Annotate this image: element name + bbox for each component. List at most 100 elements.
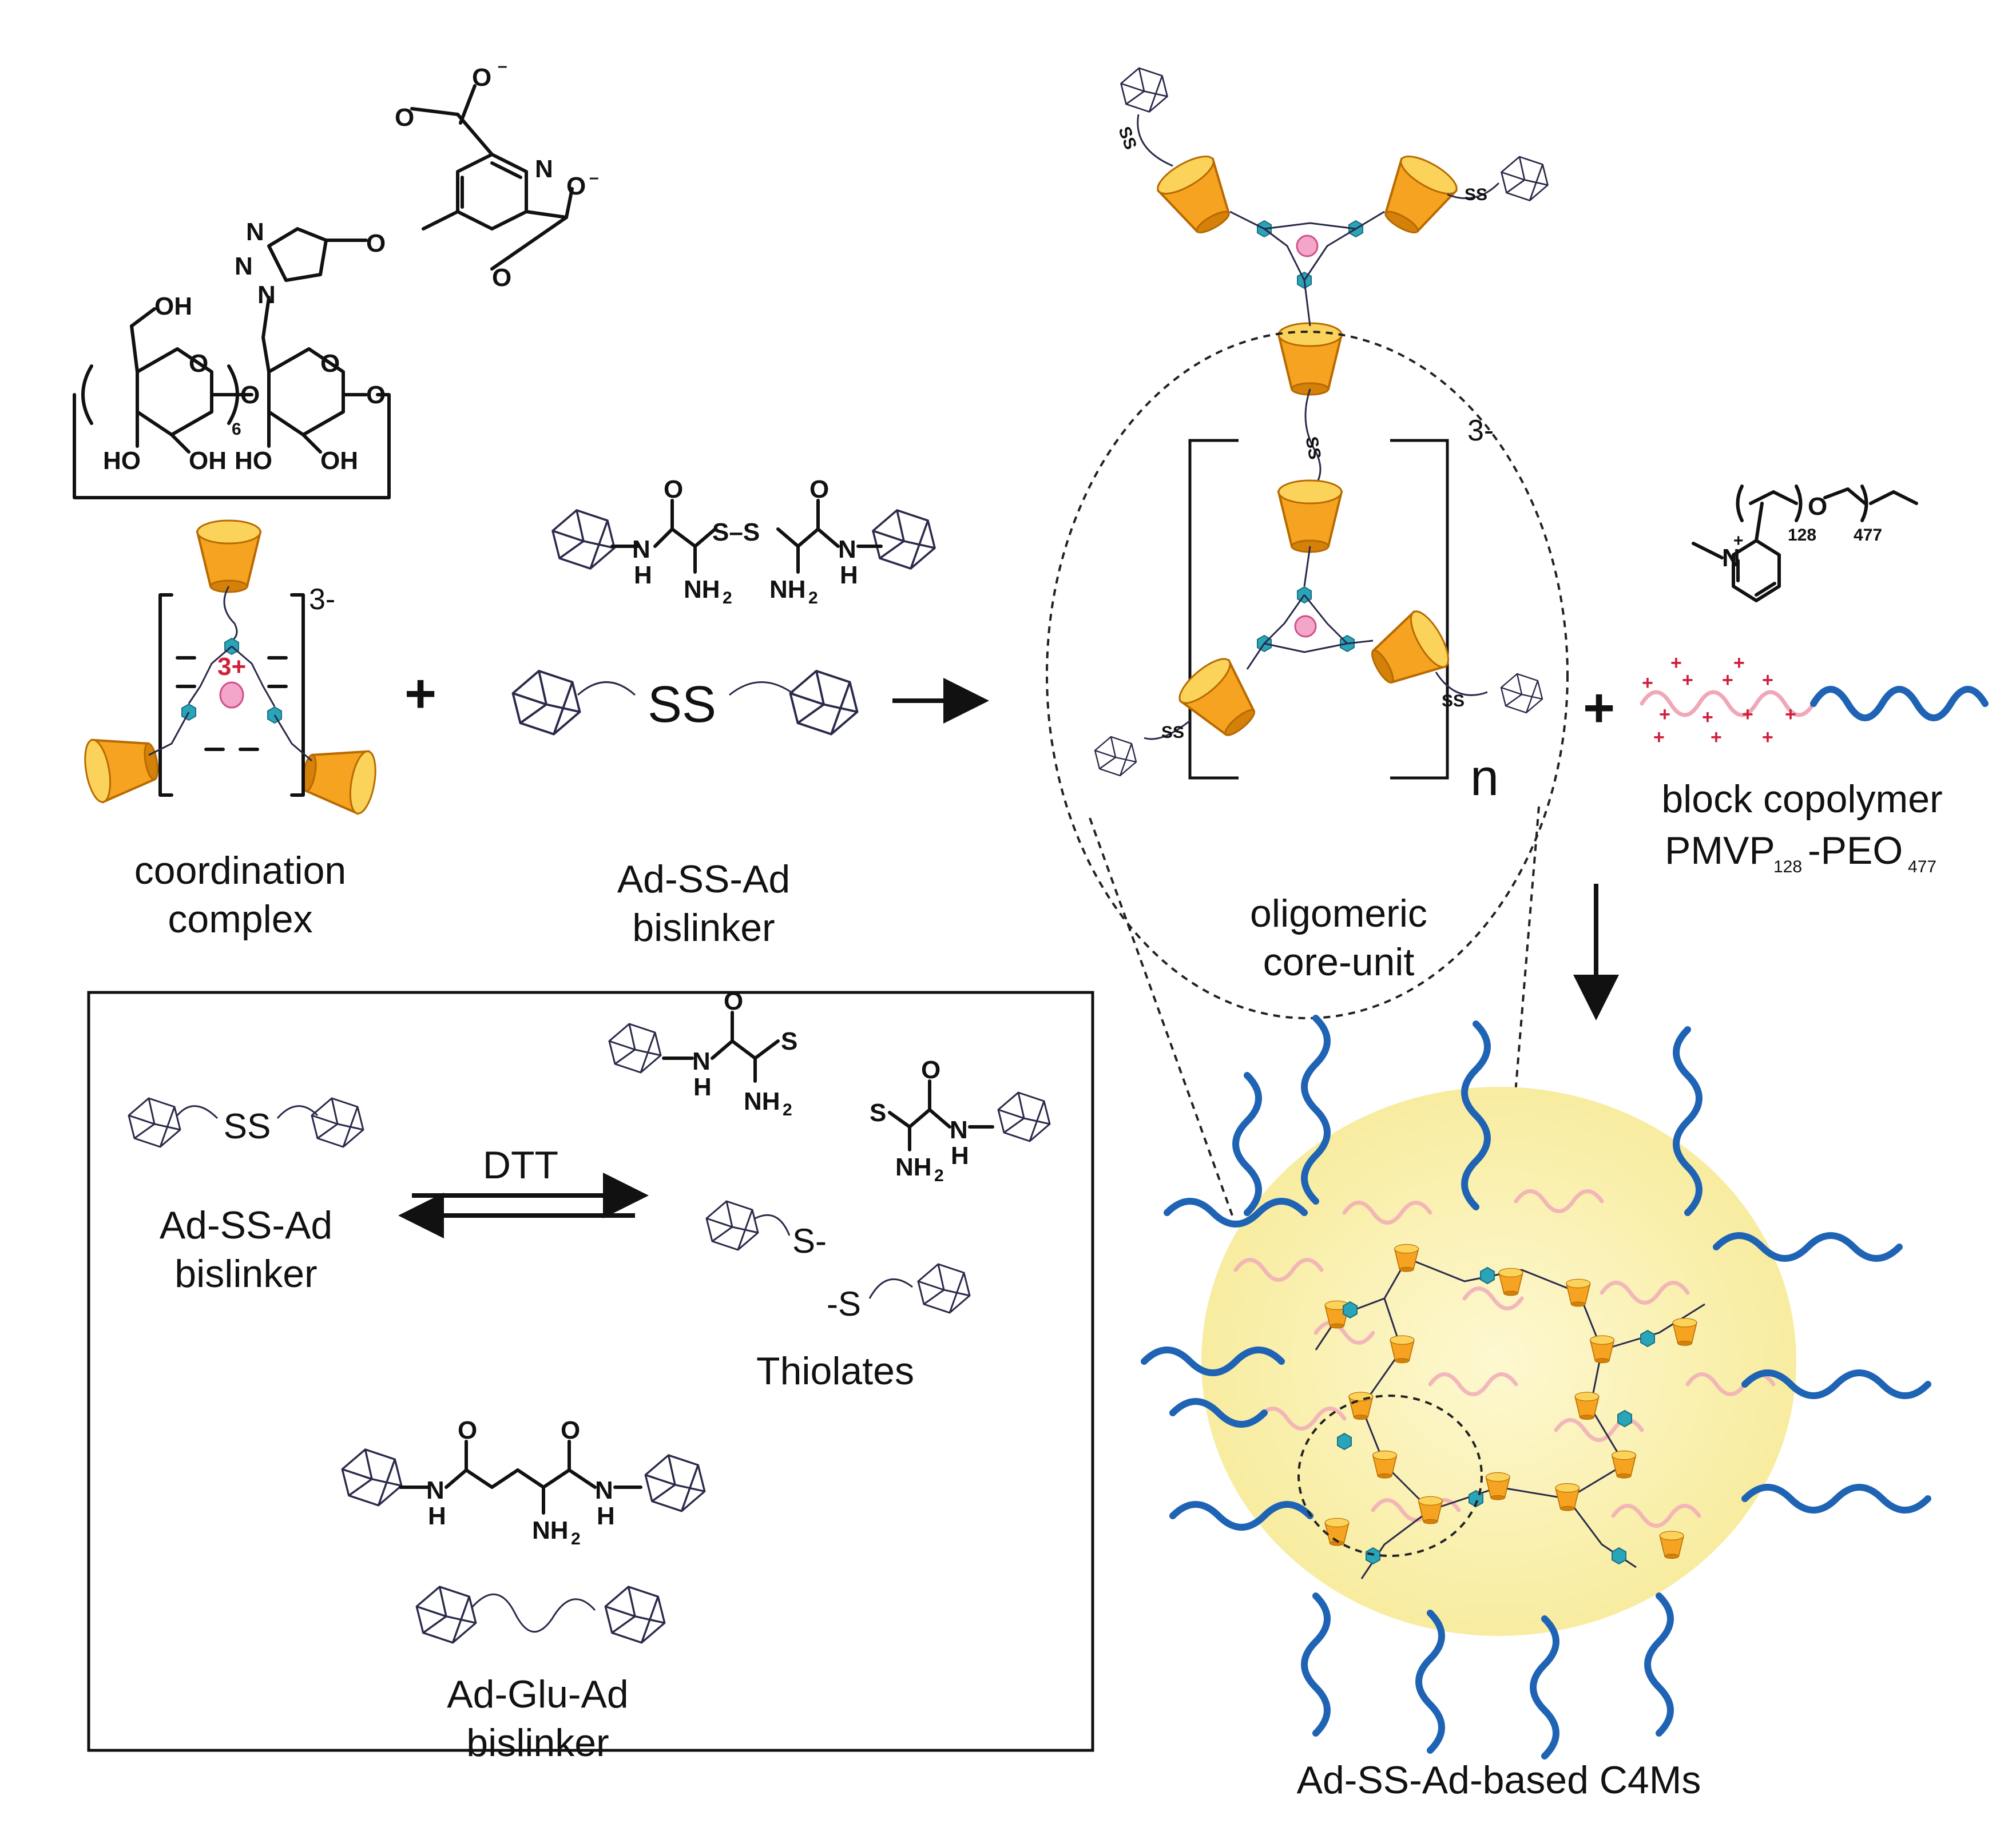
adssad-cartoon: SS xyxy=(511,670,859,736)
thiolate-s-minus-1: S- xyxy=(792,1222,827,1260)
thiol-nh2-1: NH xyxy=(744,1087,780,1115)
coo-carbonyl-top: O xyxy=(395,104,414,132)
amide-n-right: N xyxy=(838,535,856,563)
pmvp-text: PMVP xyxy=(1665,829,1775,872)
pyridinium-n: N xyxy=(1722,544,1740,572)
amine-nh2-left: NH xyxy=(684,575,720,603)
peo-blue-chains xyxy=(1141,1015,1931,1759)
plus-sign-2: + xyxy=(1583,677,1615,738)
inset-adssad-line2: bislinker xyxy=(174,1252,317,1296)
glu-nh2: NH xyxy=(532,1516,569,1544)
ring-oxygen-1: O xyxy=(189,349,208,378)
svg-text:+: + xyxy=(1722,669,1733,691)
amine-nh2-right: NH xyxy=(769,575,806,603)
ss-symbol-large: SS xyxy=(648,676,716,733)
primary-hydroxyl: OH xyxy=(154,292,192,320)
peo-subscript: 477 xyxy=(1908,857,1936,876)
thiolates-label: Thiolates xyxy=(756,1349,914,1393)
thiol-nh2-2: NH xyxy=(895,1153,932,1181)
glu-h-right: H xyxy=(597,1502,615,1530)
ss-core-right: SS xyxy=(1442,692,1465,710)
peo-repeat: 477 xyxy=(1854,526,1882,545)
coordination-label-line2: complex xyxy=(168,897,312,941)
svg-text:+: + xyxy=(1762,669,1773,691)
glu-n-right: N xyxy=(595,1476,613,1504)
adgluad-structure: N H O NH 2 O N H xyxy=(341,1416,706,1548)
svg-text:+: + xyxy=(1670,652,1682,674)
hydroxyl-ho-1: HO xyxy=(103,447,141,475)
peo-text: -PEO xyxy=(1808,829,1903,872)
amine-sub-right: 2 xyxy=(808,589,818,607)
disulfide-chain: S–S xyxy=(712,518,760,546)
core-unit-cartoon: 3- n SS SS SS xyxy=(1094,388,1543,807)
svg-text:+: + xyxy=(1711,726,1722,748)
amide-n-left: N xyxy=(632,535,650,563)
minus-sign-1: – xyxy=(498,57,507,76)
coordination-complex-icon: 3- 3+ xyxy=(80,519,381,817)
hydroxyl-ho-3: HO xyxy=(235,447,272,475)
thiolate-s-minus-2: -S xyxy=(827,1285,861,1323)
svg-text:+: + xyxy=(1762,726,1773,748)
core-charge: 3- xyxy=(1467,414,1494,447)
oligomeric-label-line2: core-unit xyxy=(1263,940,1415,984)
triazole-n2: N xyxy=(235,252,253,280)
thiolate-cartoons: S- -S xyxy=(705,1200,971,1323)
adssad-chemical-structure: N H O NH 2 S–S NH 2 O N H xyxy=(551,475,936,607)
thiolate-structure-2: S NH 2 O N H xyxy=(870,1056,1051,1185)
pyridinium-plus: + xyxy=(1733,531,1744,550)
thiol-n-1: N xyxy=(692,1047,711,1075)
adgluad-label-line1: Ad-Glu-Ad xyxy=(447,1673,628,1716)
pmvp-subscript: 128 xyxy=(1773,857,1802,876)
svg-text:+: + xyxy=(1642,672,1653,694)
amine-sub-left: 2 xyxy=(723,589,732,607)
svg-text:+: + xyxy=(1659,704,1670,725)
thiol-nh2-sub-1: 2 xyxy=(783,1101,792,1119)
triazole-n1: N xyxy=(246,218,264,246)
svg-text:+: + xyxy=(1785,704,1796,725)
ss-inset: SS xyxy=(224,1107,271,1146)
cyclodextrin-ligand-structure: O O N O O – – O N N N O O OH O O 6 xyxy=(73,57,599,499)
ring-oxygen-2: O xyxy=(320,349,340,378)
top-trimer-cartoon: SS SS xyxy=(1114,67,1549,396)
oligomeric-label-line1: oligomeric xyxy=(1250,892,1427,935)
thiol-n-2: N xyxy=(950,1116,968,1144)
ss-core-left: SS xyxy=(1161,723,1184,742)
glu-n-left: N xyxy=(426,1476,445,1504)
ss-core-top: SS xyxy=(1302,435,1324,461)
thiolate-structure-1: N H O NH 2 S xyxy=(608,987,797,1119)
plus-sign-1: + xyxy=(404,663,436,724)
thiol-s-2: S xyxy=(870,1099,886,1127)
svg-text:+: + xyxy=(1682,669,1693,691)
ss-top-right: SS xyxy=(1465,185,1487,204)
adgluad-cartoon xyxy=(415,1586,666,1644)
adssad-label-line2: bislinker xyxy=(632,906,775,950)
micelle-zoom-circle xyxy=(1297,1395,1483,1557)
ss-top-left: SS xyxy=(1114,124,1140,152)
hydroxyl-oh-2: OH xyxy=(189,447,227,475)
complex-charge: 3- xyxy=(309,583,335,616)
pyridine-nitrogen: N xyxy=(535,155,553,183)
pmvp-peo-label: PMVP 128 -PEO 477 xyxy=(1665,829,1936,876)
repeat-count-six: 6 xyxy=(232,420,241,439)
glu-h-left: H xyxy=(428,1502,446,1530)
thiol-h-1: H xyxy=(693,1073,712,1101)
zoom-circle xyxy=(1046,331,1569,1019)
coordination-label-line1: coordination xyxy=(134,849,346,892)
glu-o-right: O xyxy=(561,1416,580,1444)
glu-nh2-sub: 2 xyxy=(571,1530,581,1548)
metal-charge: 3+ xyxy=(217,653,246,681)
glu-o-left: O xyxy=(458,1416,477,1444)
inset-adssad-line1: Ad-SS-Ad xyxy=(160,1204,332,1247)
svg-text:+: + xyxy=(1702,706,1713,728)
inset-adssad-cartoon: SS xyxy=(128,1097,364,1148)
thiol-o-2: O xyxy=(921,1056,940,1084)
core-network xyxy=(1315,1244,1705,1579)
c4ms-label: Ad-SS-Ad-based C4Ms xyxy=(1297,1758,1701,1802)
amide-h-left: H xyxy=(634,561,652,589)
micelle-core xyxy=(1201,1087,1796,1636)
svg-text:+: + xyxy=(1653,726,1665,748)
amide-o-left: O xyxy=(664,475,683,503)
inset-box xyxy=(87,991,1094,1752)
coo-oxygen-top: O xyxy=(472,63,491,92)
